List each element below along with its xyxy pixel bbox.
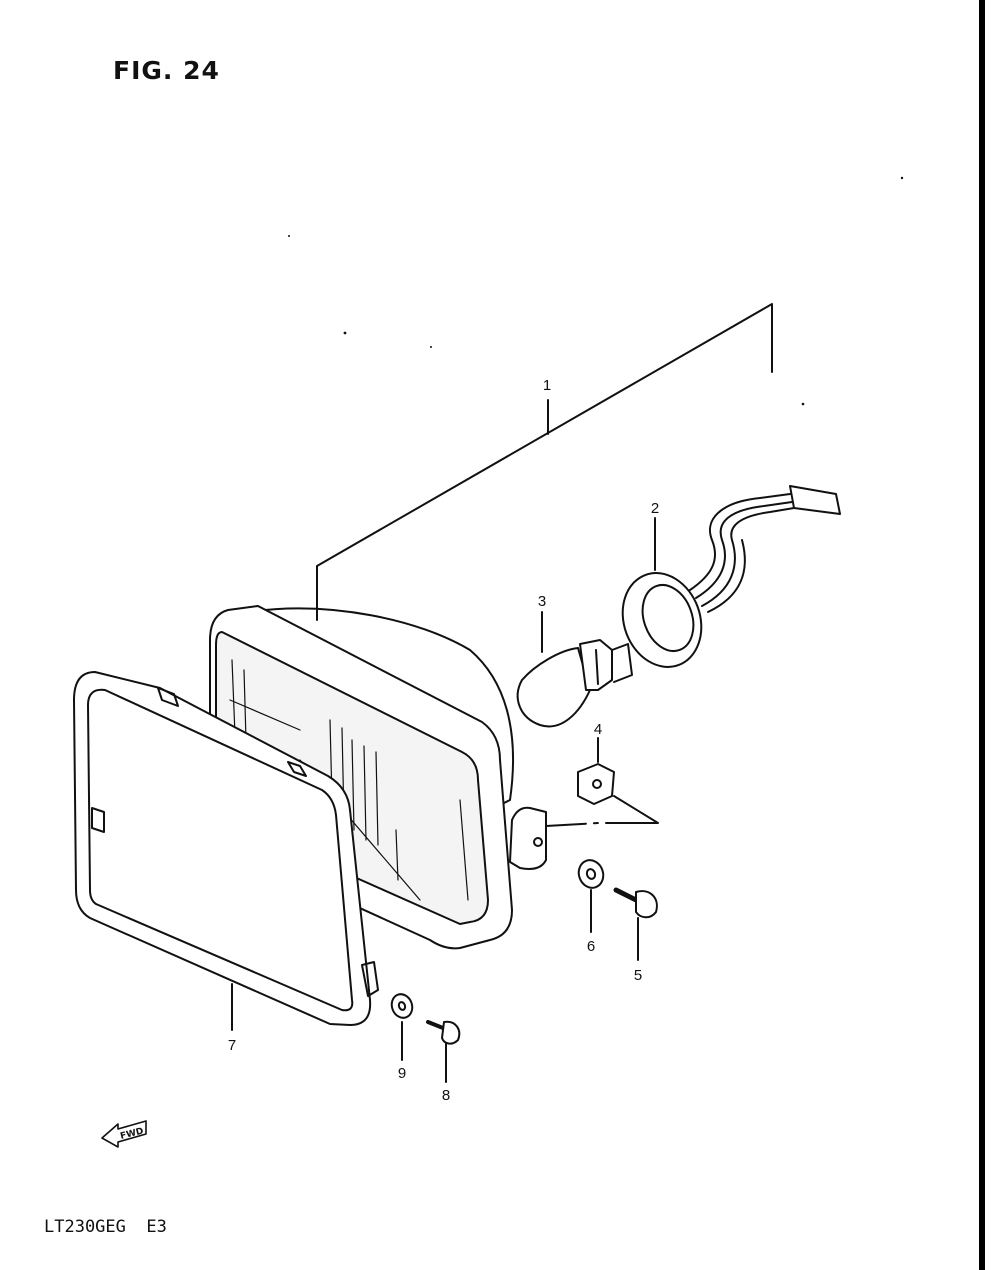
screw-part-8	[428, 1022, 459, 1082]
nut-part-4	[578, 738, 614, 804]
callout-2: 2	[650, 500, 660, 517]
callout-9: 9	[397, 1065, 407, 1082]
figure-title: FIG. 24	[113, 56, 220, 85]
callout-8: 8	[441, 1087, 451, 1104]
callout-6: 6	[586, 938, 596, 955]
callout-1: 1	[542, 377, 552, 394]
headlight-bulb	[518, 612, 632, 726]
callout-3: 3	[537, 593, 547, 610]
callout-7: 7	[227, 1037, 237, 1054]
fwd-arrow-icon: FWD	[102, 1121, 146, 1147]
headlight-rim	[74, 672, 378, 1030]
washer-part-6	[575, 857, 607, 932]
washer-part-9	[388, 991, 415, 1060]
model-code: LT230GEG E3	[44, 1217, 167, 1237]
leader-part-1	[317, 304, 772, 620]
callout-5: 5	[633, 967, 643, 984]
socket-harness	[610, 486, 840, 678]
callout-4: 4	[593, 721, 603, 738]
page-edge-border	[979, 0, 985, 1270]
screw-part-5	[616, 890, 657, 960]
